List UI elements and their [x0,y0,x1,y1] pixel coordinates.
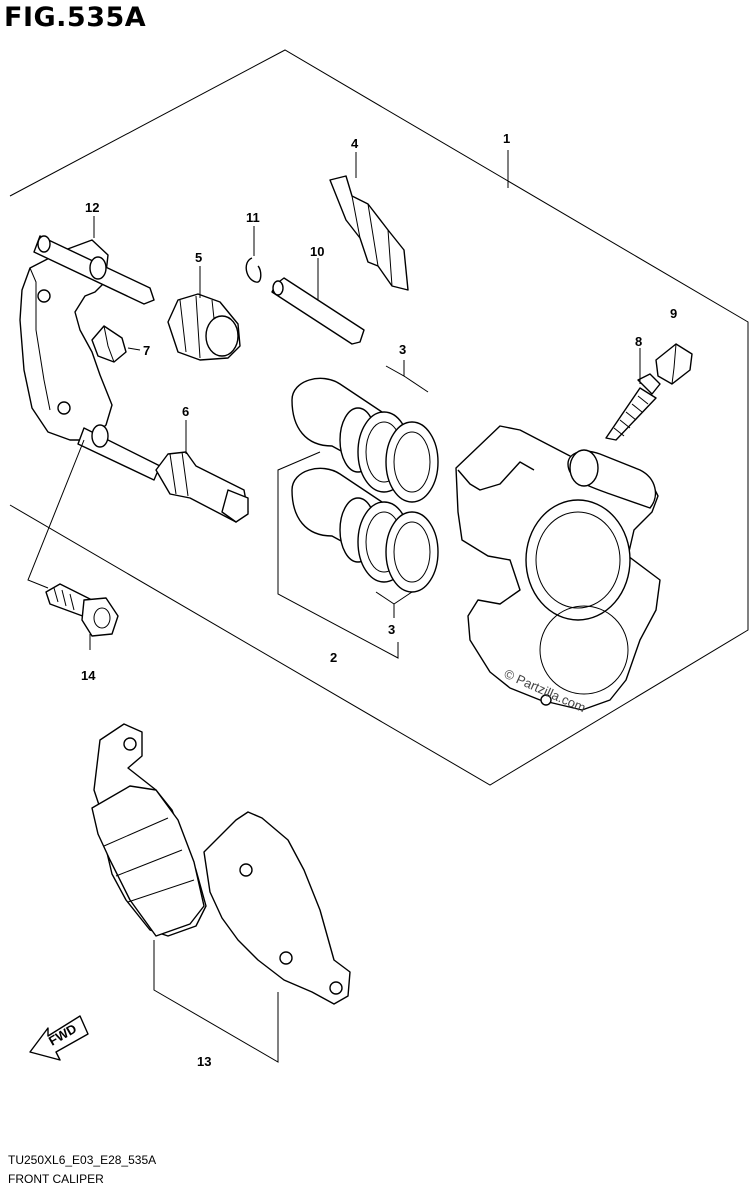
pad-clip [329,175,409,291]
pad-pin [271,277,365,345]
callout-1: 1 [503,131,510,146]
figure-title: FIG.535A [4,2,147,33]
callout-10: 10 [310,244,324,259]
r-clip [245,257,262,283]
slide-pin-6 [155,451,249,523]
callout-11: 11 [246,210,260,225]
bleeder-cap [655,343,693,385]
callout-7: 7 [143,343,150,358]
seals-upper [357,411,439,503]
brake-pad-right [203,811,351,1005]
callout-2: 2 [330,650,337,665]
seals-lower [357,501,439,593]
footer-code: TU250XL6_E03_E28_535A [8,1153,157,1167]
callout-12: 12 [85,200,99,215]
callout-6: 6 [182,404,189,419]
bolt-14 [45,583,119,637]
caliper-body [455,425,661,711]
callout-9: 9 [670,306,677,321]
leader-lines [27,150,641,1063]
boot-5 [167,293,241,361]
assembly-outline [9,49,749,786]
callout-3a: 3 [399,342,406,357]
callout-5: 5 [195,250,202,265]
callout-8: 8 [635,334,642,349]
callout-4: 4 [351,136,359,151]
footer-title: FRONT CALIPER [8,1172,104,1186]
brake-pad-left [91,723,207,937]
callout-14: 14 [81,668,96,683]
caliper-bracket [19,235,161,481]
bleeder-screw [605,373,661,441]
pad-spring [91,325,127,363]
fwd-arrow: FWD [29,1015,89,1061]
callout-3b: 3 [388,622,395,637]
callout-13: 13 [197,1054,211,1069]
